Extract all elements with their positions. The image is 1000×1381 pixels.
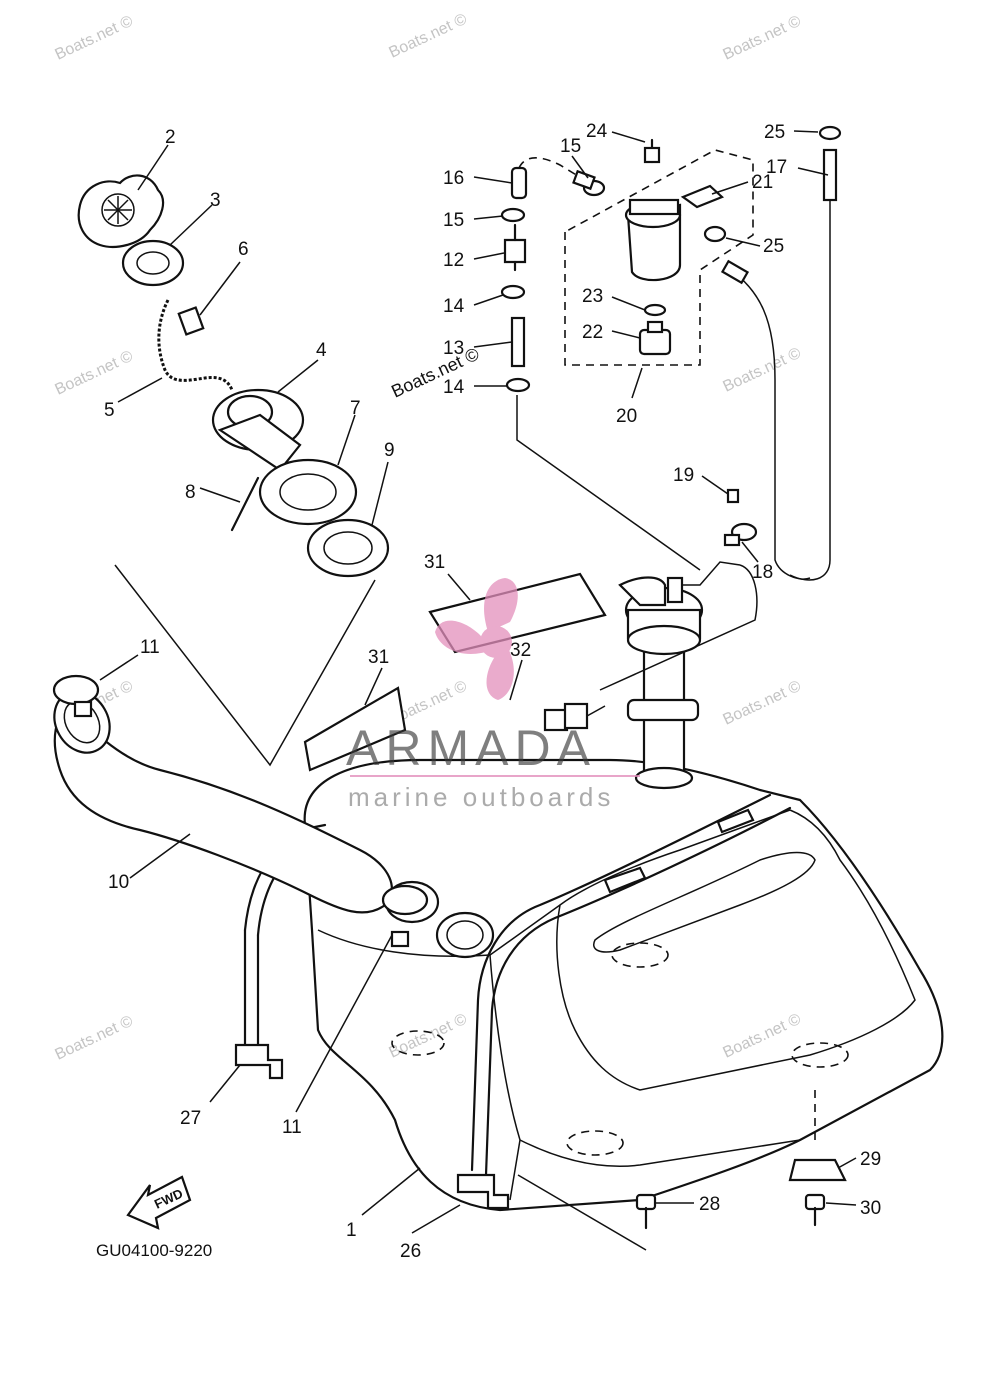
callout-2: 2 xyxy=(165,127,176,148)
callout-6: 6 xyxy=(238,239,249,260)
callout-numbers: 1 2 3 4 5 6 7 8 9 10 11 11 12 13 14 14 1… xyxy=(104,121,881,1262)
watermark-text: Boats.net © xyxy=(721,13,804,64)
callout-11-lower: 11 xyxy=(282,1117,302,1138)
callout-27: 27 xyxy=(180,1108,201,1129)
fuel-filter xyxy=(624,198,682,356)
brand-tagline: marine outboards xyxy=(348,782,614,812)
callout-4: 4 xyxy=(316,340,327,361)
callout-14-lower: 14 xyxy=(443,377,465,398)
watermark-text: Boats.net © xyxy=(721,1011,804,1062)
filter-assembly-box xyxy=(564,149,754,366)
fuel-sender-unit xyxy=(599,561,758,790)
callout-8: 8 xyxy=(185,482,196,503)
watermark-text: Boats.net © xyxy=(721,345,804,396)
propeller-icon xyxy=(435,578,518,700)
watermark-text: Boats.net © xyxy=(387,11,470,62)
watermark-text: Boats.net © xyxy=(53,348,136,399)
callout-12: 12 xyxy=(443,250,464,271)
watermark-text: Boats.net © xyxy=(388,344,482,402)
rivet xyxy=(230,476,260,532)
callout-20: 20 xyxy=(616,406,637,427)
fuel-lines-left xyxy=(500,157,701,571)
callout-15-upper: 15 xyxy=(560,136,581,157)
callout-31-lower: 31 xyxy=(368,647,389,668)
callout-30: 30 xyxy=(860,1198,881,1219)
filler-neck xyxy=(211,388,305,472)
callout-29: 29 xyxy=(860,1149,881,1170)
bolt-clip xyxy=(723,488,758,547)
callout-10: 10 xyxy=(108,872,129,893)
callout-31: 31 xyxy=(424,552,445,573)
callout-25-lower: 25 xyxy=(763,236,784,257)
watermark-text: Boats.net © xyxy=(53,1013,136,1064)
callout-11: 11 xyxy=(140,637,160,658)
hose-clamp-25 xyxy=(818,125,842,141)
fuel-tank xyxy=(303,758,944,1212)
callout-15: 15 xyxy=(443,210,464,231)
bracket-plate xyxy=(680,184,725,209)
filler-hose xyxy=(53,690,393,914)
filler-gasket xyxy=(258,458,358,526)
callout-7: 7 xyxy=(350,398,361,419)
leader-lines xyxy=(99,130,857,1234)
armada-logo-watermark: ARMADA marine outboards xyxy=(346,578,640,812)
diagram-code: GU04100-9220 xyxy=(96,1241,212,1260)
callout-17: 17 xyxy=(766,157,787,178)
callout-25: 25 xyxy=(764,122,785,143)
callout-3: 3 xyxy=(210,190,221,211)
assembly-line xyxy=(114,564,376,767)
callout-24: 24 xyxy=(586,121,608,142)
screw xyxy=(177,306,205,336)
cap-chain xyxy=(157,299,234,391)
callout-14: 14 xyxy=(443,296,465,317)
callout-5: 5 xyxy=(104,400,115,421)
watermark-text: Boats.net © xyxy=(53,13,136,64)
callout-19: 19 xyxy=(673,465,694,486)
wiring-connector xyxy=(543,702,606,732)
brand-name: ARMADA xyxy=(346,720,596,776)
callout-1: 1 xyxy=(346,1220,357,1241)
tank-straps xyxy=(234,793,792,1210)
callout-13: 13 xyxy=(443,338,464,359)
hose-clamps xyxy=(52,674,429,948)
watermark-text: Boats.net © xyxy=(721,678,804,729)
callout-9: 9 xyxy=(384,440,395,461)
cap-gasket xyxy=(121,239,185,287)
callout-18: 18 xyxy=(752,562,773,583)
callout-32: 32 xyxy=(510,640,531,661)
fuel-cap xyxy=(77,174,165,248)
callout-16: 16 xyxy=(443,168,464,189)
callout-26: 26 xyxy=(400,1241,421,1262)
callout-23: 23 xyxy=(582,286,603,307)
filler-seal xyxy=(306,518,390,578)
callout-22: 22 xyxy=(582,322,603,343)
callout-21: 21 xyxy=(752,172,773,193)
mount-hardware xyxy=(517,1090,847,1251)
fwd-arrow: FWD xyxy=(126,1175,192,1230)
callout-28: 28 xyxy=(699,1194,720,1215)
